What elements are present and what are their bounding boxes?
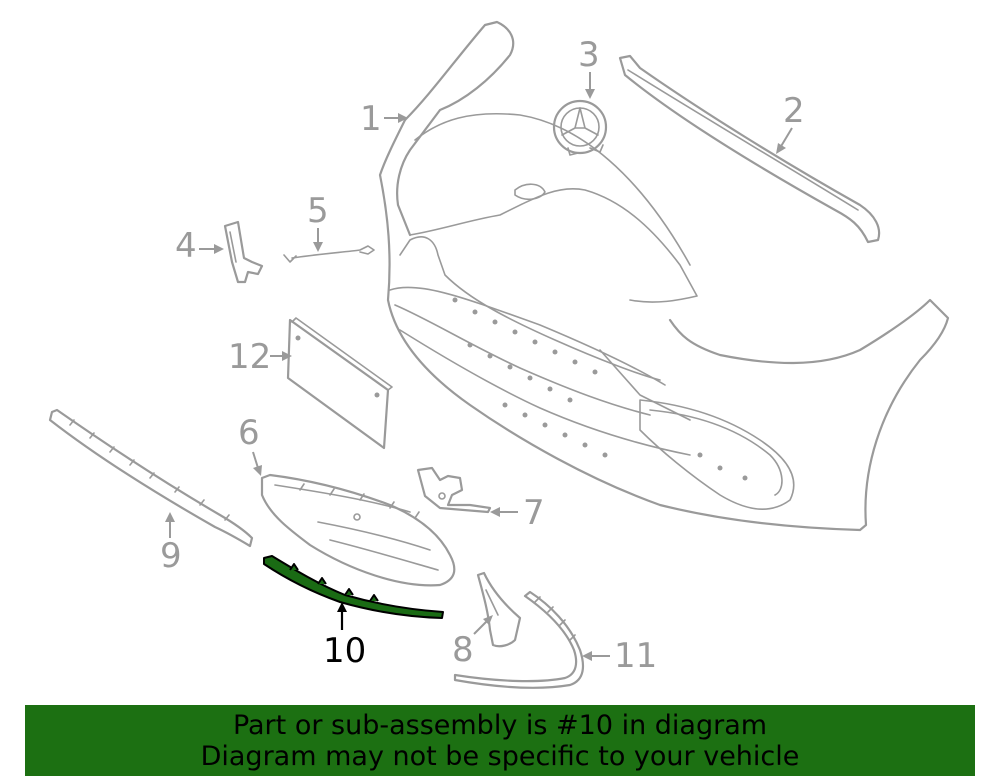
leader-2 <box>776 127 793 154</box>
callout-10: 10 <box>323 631 366 671</box>
callout-6: 6 <box>238 413 260 453</box>
leader-6 <box>252 451 262 476</box>
part-3-emblem <box>552 99 608 156</box>
leader-9 <box>165 512 175 538</box>
leader-1 <box>384 113 408 123</box>
part-12-license-bracket <box>286 317 393 450</box>
leader-11 <box>582 651 610 661</box>
callout-11: 11 <box>614 636 657 676</box>
part-4-bracket <box>223 220 264 284</box>
leader-3 <box>585 72 595 99</box>
leader-10 <box>337 602 347 630</box>
part-6-lower-grille <box>260 473 456 587</box>
part-10-highlighted-trim <box>263 555 444 619</box>
leader-7 <box>490 507 518 517</box>
callout-7: 7 <box>523 493 545 533</box>
banner-line-2: Diagram may not be specific to your vehi… <box>200 741 800 772</box>
leader-4 <box>199 244 224 254</box>
leader-8 <box>473 615 493 635</box>
callout-3: 3 <box>578 35 600 75</box>
part-9-trim-strip <box>48 408 254 548</box>
callout-9: 9 <box>160 536 182 576</box>
callout-8: 8 <box>452 630 474 670</box>
leader-5 <box>313 228 323 252</box>
part-8-side-insert <box>476 571 522 648</box>
part-1-bumper-cover <box>378 20 950 532</box>
callout-1: 1 <box>360 99 382 139</box>
callout-5: 5 <box>307 191 329 231</box>
part-2-upper-molding <box>618 54 881 244</box>
callout-12: 12 <box>228 337 271 377</box>
banner-line-1: Part or sub-assembly is #10 in diagram <box>232 710 768 741</box>
callout-2: 2 <box>783 91 805 131</box>
part-7-mount-bracket <box>416 466 492 514</box>
info-banner: Part or sub-assembly is #10 in diagram D… <box>25 705 975 776</box>
part-5-cable <box>283 245 375 263</box>
bumper-clip-dots <box>452 297 748 481</box>
leader-12 <box>270 351 292 361</box>
part-11-curved-trim <box>453 590 585 689</box>
callout-4: 4 <box>175 226 197 266</box>
